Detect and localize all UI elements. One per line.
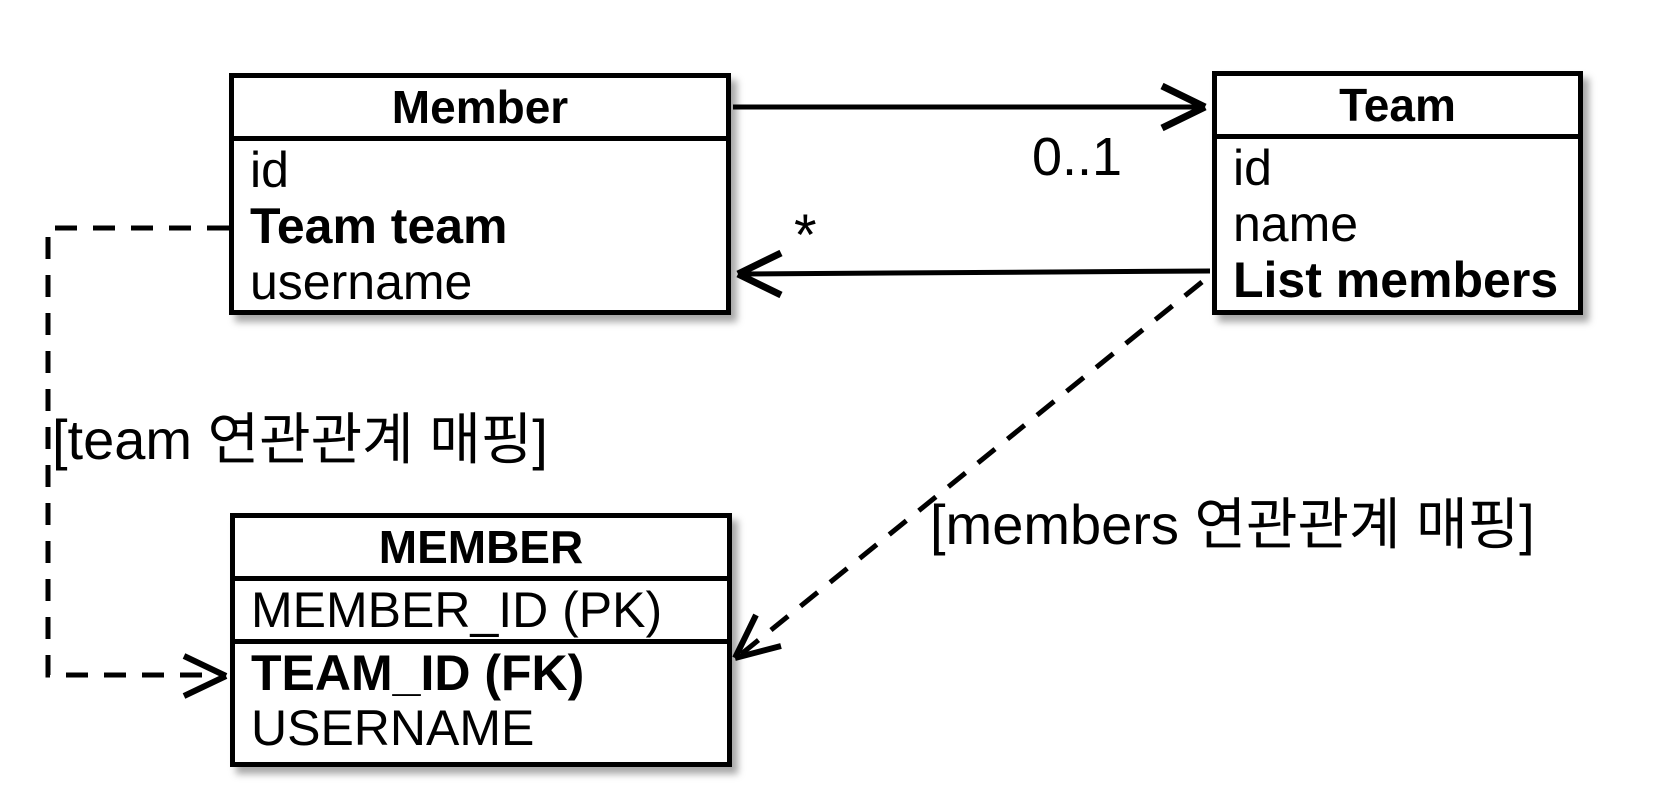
arrowhead-down-left-icon [732,613,782,661]
member-class-title: Member [234,78,726,141]
member-table-columns: TEAM_ID (FK) USERNAME [235,644,727,756]
team-mapping-label: [team 연관관계 매핑] [52,408,548,471]
multiplicity-star-label: * [794,203,817,268]
field-id: id [250,142,289,198]
members-mapping-label: [members 연관관계 매핑] [930,493,1535,556]
member-table-box: MEMBER MEMBER_ID (PK) TEAM_ID (FK) USERN… [230,513,732,767]
member-table-pk-compartment: MEMBER_ID (PK) [235,581,727,644]
team-class-fields: id name List members [1217,139,1578,308]
arrowhead-left-icon [736,249,783,299]
member-class-fields: id Team team username [234,141,726,310]
arrowhead-right-icon [182,653,228,699]
arrowhead-right-icon [1160,82,1207,132]
column-team-id-fk: TEAM_ID (FK) [251,645,585,701]
field-id: id [1233,140,1272,196]
members-mapping-dashed-line [732,280,1204,661]
member-to-team-arrow [733,82,1207,132]
field-username: username [250,254,473,310]
field-name: name [1233,196,1359,252]
member-class-box: Member id Team team username [229,73,731,315]
team-class-title: Team [1217,76,1578,139]
member-table-title: MEMBER [235,518,727,581]
column-member-id-pk: MEMBER_ID (PK) [251,582,663,638]
field-list-members: List members [1233,252,1559,308]
column-username: USERNAME [251,700,535,756]
multiplicity-0-1-label: 0..1 [1032,127,1123,187]
team-class-box: Team id name List members [1212,71,1583,315]
field-team-team: Team team [250,198,508,254]
